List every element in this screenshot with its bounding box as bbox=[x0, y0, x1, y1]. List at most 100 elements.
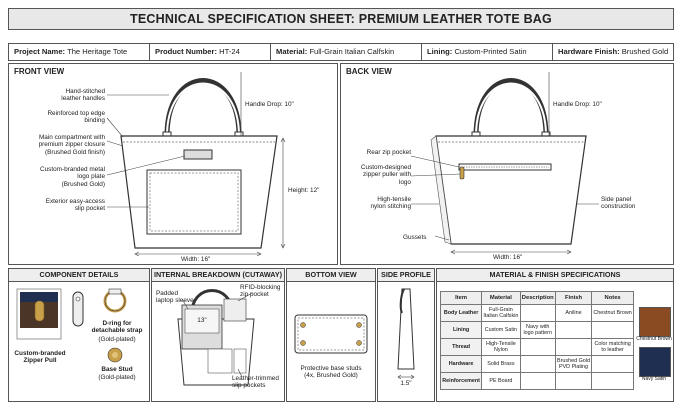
front-slip-pocket-label: Exterior easy-access slip pocket bbox=[45, 198, 105, 213]
spec-cell: Aniline bbox=[554, 304, 593, 322]
front-view-panel: FRONT VIEW Hand-stitched bbox=[8, 63, 338, 265]
spec-cell: Brushed Gold PVD Plating bbox=[554, 355, 593, 373]
front-height-label: Height: 12" bbox=[288, 187, 320, 194]
slip-pockets-label: Leather-trimmed slip pockets bbox=[232, 375, 279, 390]
meta-product: Product Number: HT-24 bbox=[150, 44, 271, 60]
spec-header-cell: Material bbox=[481, 291, 521, 305]
spec-cell bbox=[519, 338, 556, 356]
sheet-title: TECHNICAL SPECIFICATION SHEET: PREMIUM L… bbox=[8, 8, 674, 30]
back-view-panel: BACK VIEW Rear zip pocket Custom-designe… bbox=[340, 63, 674, 265]
bottom-view-panel: BOTTOM VIEW Protective base studs (4x, B… bbox=[286, 268, 376, 402]
component-illustrations bbox=[16, 288, 127, 363]
component-details-title: COMPONENT DETAILS bbox=[9, 269, 149, 282]
side-depth-label: 1.5" bbox=[400, 380, 412, 387]
spec-cell bbox=[519, 372, 556, 390]
spec-cell: PE Board bbox=[481, 372, 521, 390]
internal-breakdown-panel: INTERNAL BREAKDOWN (CUTAWAY) Padded lapt… bbox=[151, 268, 285, 402]
front-view-title: FRONT VIEW bbox=[14, 67, 65, 76]
spec-header-cell: Description bbox=[519, 291, 556, 305]
base-stud-note: (Gold-plated) bbox=[98, 374, 136, 381]
back-stitching-label: High-tensile nylon stitching bbox=[370, 196, 412, 211]
rfid-pocket-label: RFID-blocking zip pocket bbox=[240, 284, 281, 299]
back-width-label: Width: 16" bbox=[493, 254, 523, 261]
spec-header-cell: Item bbox=[439, 291, 483, 305]
laptop-sleeve-label: Padded laptop sleeve bbox=[156, 290, 194, 305]
meta-lining-value: Custom-Printed Satin bbox=[454, 47, 527, 56]
swatch-label: Navy Satin bbox=[641, 376, 667, 382]
spec-item-cell: Reinforcement bbox=[439, 372, 483, 390]
spec-cell bbox=[519, 304, 556, 322]
bottom-view-title: BOTTOM VIEW bbox=[287, 269, 375, 282]
spec-cell bbox=[519, 355, 556, 373]
spec-cell bbox=[591, 372, 634, 390]
spec-item-cell: Hardware bbox=[439, 355, 483, 373]
swatch-leather bbox=[639, 307, 671, 337]
spec-cell: High-Tensile Nylon bbox=[481, 338, 521, 356]
internal-breakdown-title: INTERNAL BREAKDOWN (CUTAWAY) bbox=[152, 269, 284, 282]
component-details-panel: COMPONENT DETAILS Custom-branded Zipper … bbox=[8, 268, 150, 402]
meta-bar: Project Name: The Heritage Tote Product … bbox=[8, 43, 674, 61]
side-profile-illustration bbox=[397, 288, 415, 380]
front-handle-drop-label: Handle Drop: 10" bbox=[245, 101, 294, 108]
base-stud-label: Base Stud bbox=[101, 366, 133, 373]
back-view-title: BACK VIEW bbox=[346, 67, 392, 76]
front-logo-plate-label: Custom-branded metal logo plate (Brushed… bbox=[39, 166, 105, 188]
spec-cell: Custom Satin bbox=[481, 321, 521, 339]
d-ring-note: (Gold-plated) bbox=[98, 336, 136, 343]
material-specs-title: MATERIAL & FINISH SPECIFICATIONS bbox=[437, 269, 673, 282]
back-bag-illustration bbox=[410, 72, 599, 255]
meta-hardware: Hardware Finish: Brushed Gold bbox=[553, 44, 673, 60]
spec-cell bbox=[554, 338, 593, 356]
meta-material-value: Full-Grain Italian Calfskin bbox=[309, 47, 395, 56]
meta-hardware-value: Brushed Gold bbox=[621, 47, 669, 56]
meta-lining-label: Lining: bbox=[427, 47, 453, 56]
spec-header-cell: Finish bbox=[554, 291, 593, 305]
meta-project: Project Name: The Heritage Tote bbox=[9, 44, 150, 60]
meta-material: Material: Full-Grain Italian Calfskin bbox=[271, 44, 422, 60]
side-profile-panel: SIDE PROFILE 1.5" bbox=[377, 268, 435, 402]
meta-product-label: Product Number: bbox=[155, 47, 218, 56]
spec-item-cell: Thread bbox=[439, 338, 483, 356]
spec-cell bbox=[554, 321, 593, 339]
spec-item-cell: Body Leather bbox=[439, 304, 483, 322]
bottom-view-illustration bbox=[294, 314, 368, 354]
front-main-compartment-label: Main compartment with premium zipper clo… bbox=[38, 134, 105, 156]
spec-cell bbox=[591, 355, 634, 373]
meta-hardware-label: Hardware Finish: bbox=[558, 47, 620, 56]
front-top-edge-label: Reinforced top edge binding bbox=[47, 110, 105, 125]
back-zipper-puller-label: Custom-designed zipper puller with logo bbox=[360, 164, 411, 186]
spec-cell: Solid Brass bbox=[481, 355, 521, 373]
front-handles-label: Hand-stitched leather handles bbox=[61, 88, 105, 103]
meta-project-value: The Heritage Tote bbox=[67, 47, 128, 56]
swatch-label: Chestnut Brown bbox=[636, 336, 672, 342]
front-width-label: Width: 16" bbox=[181, 256, 211, 263]
swatch-lining bbox=[639, 347, 671, 377]
cutaway-illustration bbox=[177, 289, 255, 386]
front-bag-illustration bbox=[106, 72, 286, 257]
spec-cell: Color matching to leather bbox=[591, 338, 634, 356]
side-profile-title: SIDE PROFILE bbox=[378, 269, 434, 282]
spec-cell bbox=[554, 372, 593, 390]
meta-material-label: Material: bbox=[276, 47, 308, 56]
spec-cell: Chestnut Brown bbox=[591, 304, 634, 322]
spec-item-cell: Lining bbox=[439, 321, 483, 339]
d-ring-label: D-ring for detachable strap bbox=[91, 320, 143, 335]
spec-cell: Full-Grain Italian Calfskin bbox=[481, 304, 521, 322]
zipper-pull-label: Custom-branded Zipper Pull bbox=[14, 350, 66, 365]
meta-product-value: HT-24 bbox=[219, 47, 240, 56]
spec-header-cell: Notes bbox=[591, 291, 634, 305]
base-studs-caption: Protective base studs (4x, Brushed Gold) bbox=[300, 365, 362, 380]
laptop-sleeve-size: 13" bbox=[197, 317, 207, 324]
back-gussets-label: Gussets bbox=[403, 234, 427, 241]
back-handle-drop-label: Handle Drop: 10" bbox=[553, 101, 602, 108]
spec-cell: Navy with logo pattern bbox=[519, 321, 556, 339]
meta-lining: Lining: Custom-Printed Satin bbox=[422, 44, 553, 60]
